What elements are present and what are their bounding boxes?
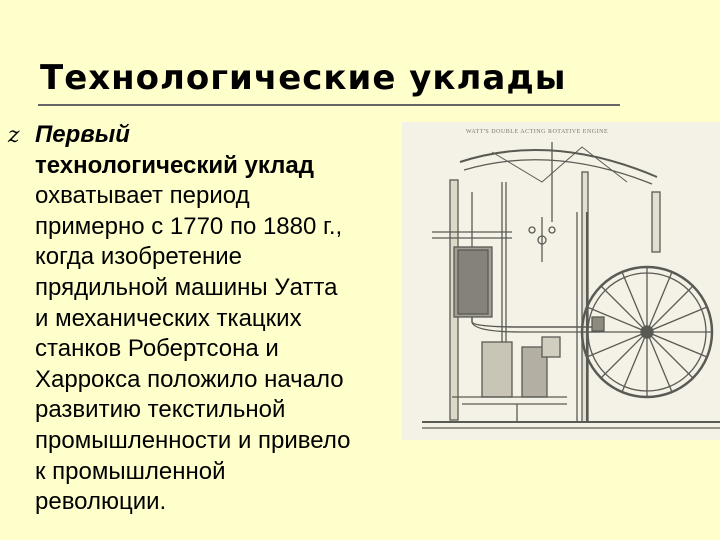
bullet-line: когда изобретение [35,243,243,271]
bullet-text: Первый технологический уклад охватывает … [35,120,405,518]
bullet-line: промышленности и привело [35,426,351,454]
steam-engine-drawing: WATT'S DOUBLE ACTING ROTATIVE ENGINE [422,129,720,429]
bullet-line: станков Робертсона и [35,335,279,363]
bullet-line: прядильной машины Уатта [35,273,338,301]
bullet-line: к промышленной [35,457,226,485]
bullet-line: примерно с 1770 по 1880 г., [35,212,343,240]
engraving-caption: WATT'S DOUBLE ACTING ROTATIVE ENGINE [466,129,608,135]
slide-title: Технологические уклады [40,58,567,98]
bullet-icon: z [8,123,20,148]
bullet-line: Харрокса положило начало [35,365,344,393]
steam-engine-image: WATT'S DOUBLE ACTING ROTATIVE ENGINE [402,122,720,440]
bullet-line: охватывает период [35,182,250,210]
bullet-line: и механических ткацких [35,304,302,332]
bullet-lead-phrase: технологический уклад [35,151,315,179]
bullet-lead-word: Первый [35,121,130,148]
bullet-line: революции. [35,488,167,516]
bullet-line: развитию текстильной [35,396,286,424]
title-underline [38,104,620,106]
